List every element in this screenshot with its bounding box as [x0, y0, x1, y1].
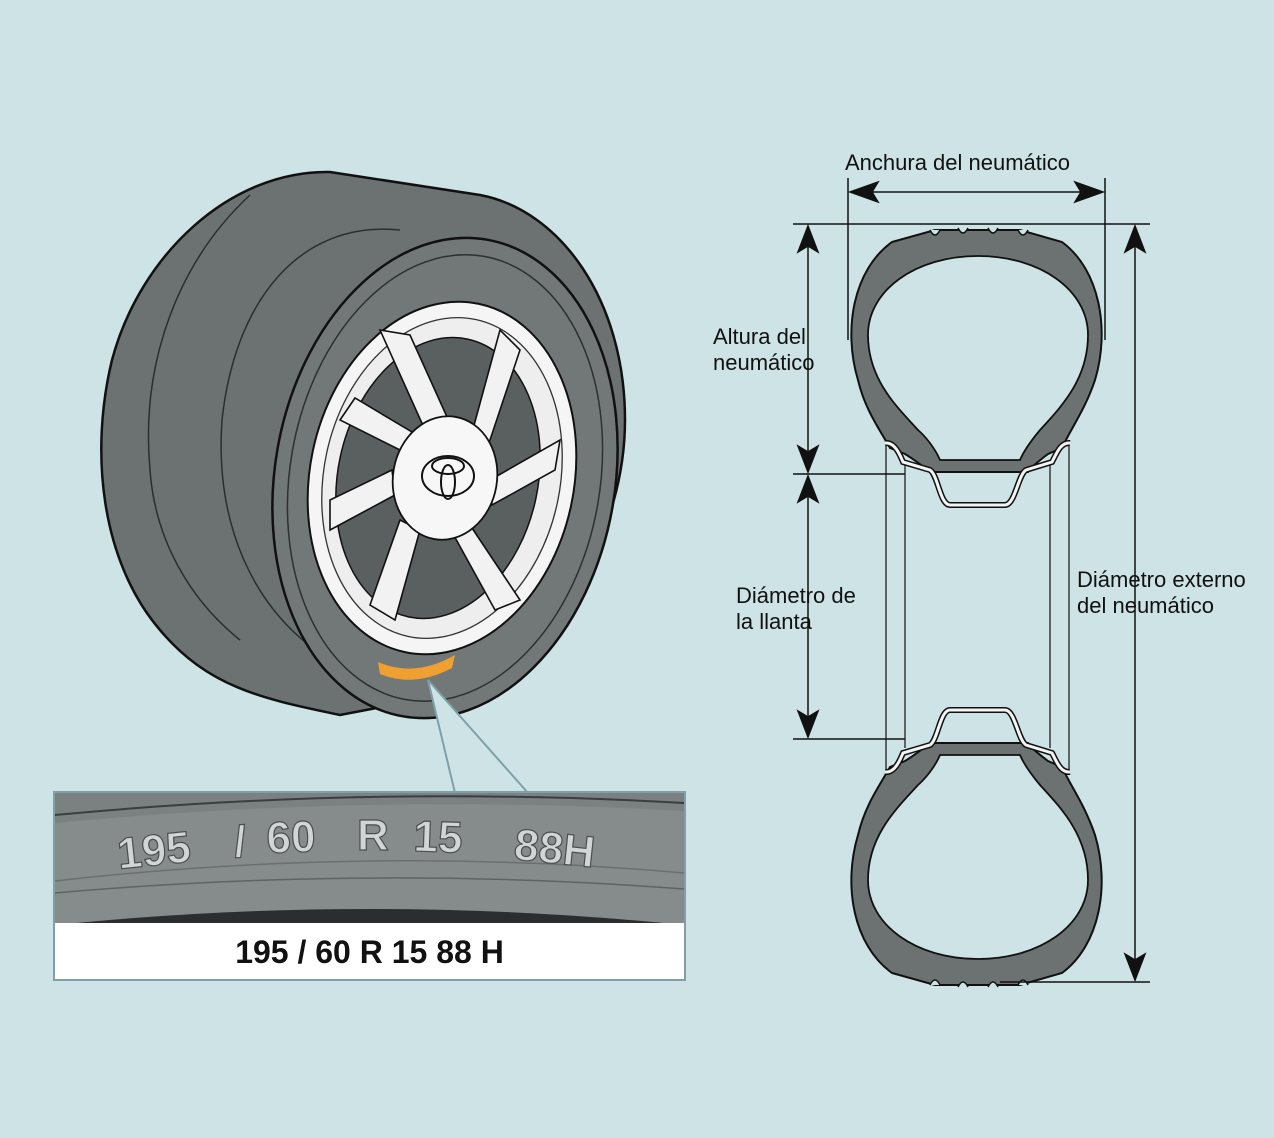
rim-diameter-line2: la llanta	[736, 609, 812, 634]
tread-groove-line	[147, 194, 251, 641]
cross-section-bottom-cavity	[867, 754, 1089, 960]
height-arrow-bottom	[796, 444, 820, 475]
dimension-lines	[793, 178, 1150, 983]
marking-construction: R	[357, 811, 389, 860]
marking-rim-size: 15	[413, 812, 464, 863]
sidewall-closeup: 195 / 60 R 15 88H	[55, 793, 684, 925]
sidewall-marking-inset: 195 / 60 R 15 88H 195 / 60 R 15 88 H	[53, 791, 686, 981]
tire-height-label: Altura del neumático	[713, 324, 815, 376]
sidewall-marking-highlight	[378, 655, 455, 680]
tire-width-text: Anchura del neumático	[845, 150, 1071, 175]
outer-diameter-label: Diámetro externo del neumático	[1077, 567, 1246, 619]
outer-diameter-arrow-bottom	[1123, 952, 1147, 983]
rim-diameter-line1: Diámetro de	[736, 583, 856, 608]
rim-diameter-label: Diámetro de la llanta	[736, 583, 856, 635]
marking-load-speed: 88H	[512, 820, 597, 877]
rim-spokes	[329, 328, 562, 622]
tire-height-line2: neumático	[713, 350, 815, 375]
rim-diameter-arrow-top	[796, 473, 820, 504]
toyota-logo-icon	[421, 455, 475, 500]
tire-height-line1: Altura del	[713, 324, 806, 349]
width-arrow-left	[847, 180, 880, 204]
tire-width-label: Anchura del neumático	[845, 150, 1070, 176]
tire-cross-section	[850, 227, 1103, 988]
wheel-hub	[391, 415, 499, 541]
sidewall-band-line	[55, 795, 684, 816]
height-arrow-top	[796, 223, 820, 254]
cross-section-bottom-rim-inner	[884, 708, 1071, 774]
outer-diameter-arrow-top	[1123, 223, 1147, 254]
cross-section-bottom	[850, 707, 1103, 988]
marking-caption: 195 / 60 R 15 88 H	[55, 923, 684, 979]
tread-notches-top	[929, 227, 1029, 236]
tire-3d	[100, 170, 627, 794]
outer-diameter-line1: Diámetro externo	[1077, 567, 1246, 592]
outer-diameter-line2: del neumático	[1077, 593, 1214, 618]
sidewall-band-line	[55, 860, 684, 882]
sidewall-band	[55, 804, 684, 925]
marking-aspect: 60	[266, 812, 317, 863]
marking-width: 195	[115, 823, 193, 879]
embossed-marking: 195 / 60 R 15 88H	[114, 810, 598, 879]
tire-bottom-dark	[55, 909, 684, 925]
cross-section-top-rim-inner	[884, 441, 1071, 507]
sidewall-inner-line	[286, 254, 604, 702]
width-arrow-right	[1073, 180, 1106, 204]
rim-diameter-arrow-bottom	[796, 709, 820, 740]
marking-slash: /	[232, 817, 248, 867]
cross-section-top-cavity	[867, 255, 1089, 461]
tread-groove-line	[220, 228, 401, 661]
sidewall-band-line	[55, 877, 684, 894]
